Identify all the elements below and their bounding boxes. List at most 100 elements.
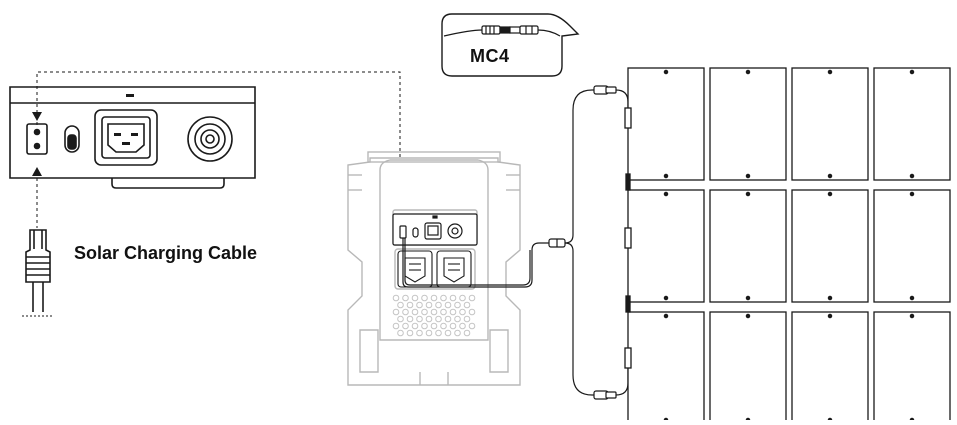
- panel-rivet: [663, 295, 669, 301]
- panel-rivet: [745, 173, 751, 179]
- vent-hole: [444, 315, 452, 323]
- mc4-callout-bubble: [441, 13, 580, 77]
- panel-rivet: [827, 295, 833, 301]
- solar-panel-cell: [627, 67, 705, 181]
- panel-rivet: [745, 295, 751, 301]
- vent-hole: [459, 294, 466, 302]
- dashed-leader-lines: [36, 71, 401, 228]
- toggle-switch-icon: [64, 125, 80, 153]
- vent-hole: [449, 322, 457, 330]
- vent-hole: [425, 301, 433, 309]
- panel-rivet: [663, 173, 669, 179]
- panel-rivet: [827, 173, 833, 179]
- vent-hole: [468, 294, 476, 302]
- solar-panel-cell: [709, 311, 787, 425]
- vent-hole: [430, 308, 438, 316]
- panel-rivet: [909, 313, 915, 319]
- vent-hole: [411, 308, 419, 316]
- vent-hole: [416, 315, 423, 323]
- vent-hole: [416, 301, 423, 309]
- vent-hole: [402, 294, 409, 302]
- vent-hole: [406, 315, 414, 323]
- vent-hole: [421, 322, 428, 330]
- vent-hole: [406, 329, 414, 337]
- vent-hole: [392, 308, 400, 316]
- vent-hole: [421, 308, 428, 316]
- power-station-vent: [392, 294, 476, 337]
- solar-panel-cell: [627, 189, 705, 303]
- junction-box: [624, 347, 632, 369]
- vent-hole: [411, 322, 419, 330]
- vent-hole: [416, 329, 423, 337]
- vent-hole: [421, 294, 428, 302]
- panel-rivet: [827, 191, 833, 197]
- solar-panel-cell: [627, 311, 705, 425]
- port-panel-closeup: [9, 86, 256, 189]
- solar-panel-cell: [791, 189, 869, 303]
- vent-hole: [435, 329, 442, 337]
- vent-hole: [454, 301, 461, 309]
- panel-rivet: [663, 69, 669, 75]
- panel-rivet: [745, 313, 751, 319]
- vent-hole: [459, 308, 466, 316]
- arrow-icons: [32, 112, 42, 176]
- vent-hole: [449, 294, 457, 302]
- mc4-panel-connectors: [593, 85, 629, 400]
- panel-hinge: [625, 173, 631, 191]
- vent-hole: [449, 308, 457, 316]
- solar-panel-cell: [873, 189, 951, 303]
- vent-hole: [468, 322, 476, 330]
- vent-hole: [459, 322, 466, 330]
- panel-rivet: [909, 295, 915, 301]
- vent-hole: [397, 329, 404, 337]
- mc4-connector-icon: [443, 25, 561, 37]
- solar-panel-array: [624, 67, 951, 425]
- solar-panel-cell: [791, 67, 869, 181]
- vent-hole: [425, 329, 433, 337]
- panel-rivet: [663, 191, 669, 197]
- solar-panel-cell: [709, 189, 787, 303]
- panel-rivet: [745, 191, 751, 197]
- vent-hole: [397, 301, 404, 309]
- solar-charging-cable-label: Solar Charging Cable: [74, 243, 258, 263]
- panel-rivet: [909, 173, 915, 179]
- solar-panel-cell: [791, 311, 869, 425]
- junction-box: [624, 227, 632, 249]
- panel-rivet: [909, 191, 915, 197]
- mc4-label: MC4: [470, 46, 510, 66]
- ac-outlet-icon: [94, 109, 158, 166]
- vent-hole: [468, 308, 476, 316]
- vent-hole: [435, 301, 442, 309]
- round-port-icon: [187, 116, 233, 162]
- vent-hole: [435, 315, 442, 323]
- vent-hole: [454, 329, 461, 337]
- solar-input-port-icon: [26, 123, 48, 155]
- vent-hole: [454, 315, 461, 323]
- vent-hole: [463, 301, 471, 309]
- panel-rivet: [663, 313, 669, 319]
- vent-hole: [402, 308, 409, 316]
- vent-hole: [463, 315, 471, 323]
- panel-rivet: [909, 69, 915, 75]
- solar-panel-cell: [709, 67, 787, 181]
- vent-hole: [392, 322, 400, 330]
- power-station-unit: [347, 151, 521, 386]
- mc4-junction-connector: [548, 89, 600, 396]
- vent-hole: [411, 294, 419, 302]
- vent-hole: [392, 294, 400, 302]
- solar-panel-cell: [873, 311, 951, 425]
- solar-plug-icon: [22, 229, 54, 317]
- vent-hole: [463, 329, 471, 337]
- solar-panel-cell: [873, 67, 951, 181]
- power-station-port-panel: [392, 213, 478, 246]
- vent-hole: [440, 322, 447, 330]
- panel-rivet: [745, 69, 751, 75]
- panel-rivet: [827, 69, 833, 75]
- junction-box: [624, 107, 632, 129]
- vent-hole: [406, 301, 414, 309]
- vent-hole: [430, 294, 438, 302]
- panel-rivet: [827, 313, 833, 319]
- vent-hole: [444, 329, 452, 337]
